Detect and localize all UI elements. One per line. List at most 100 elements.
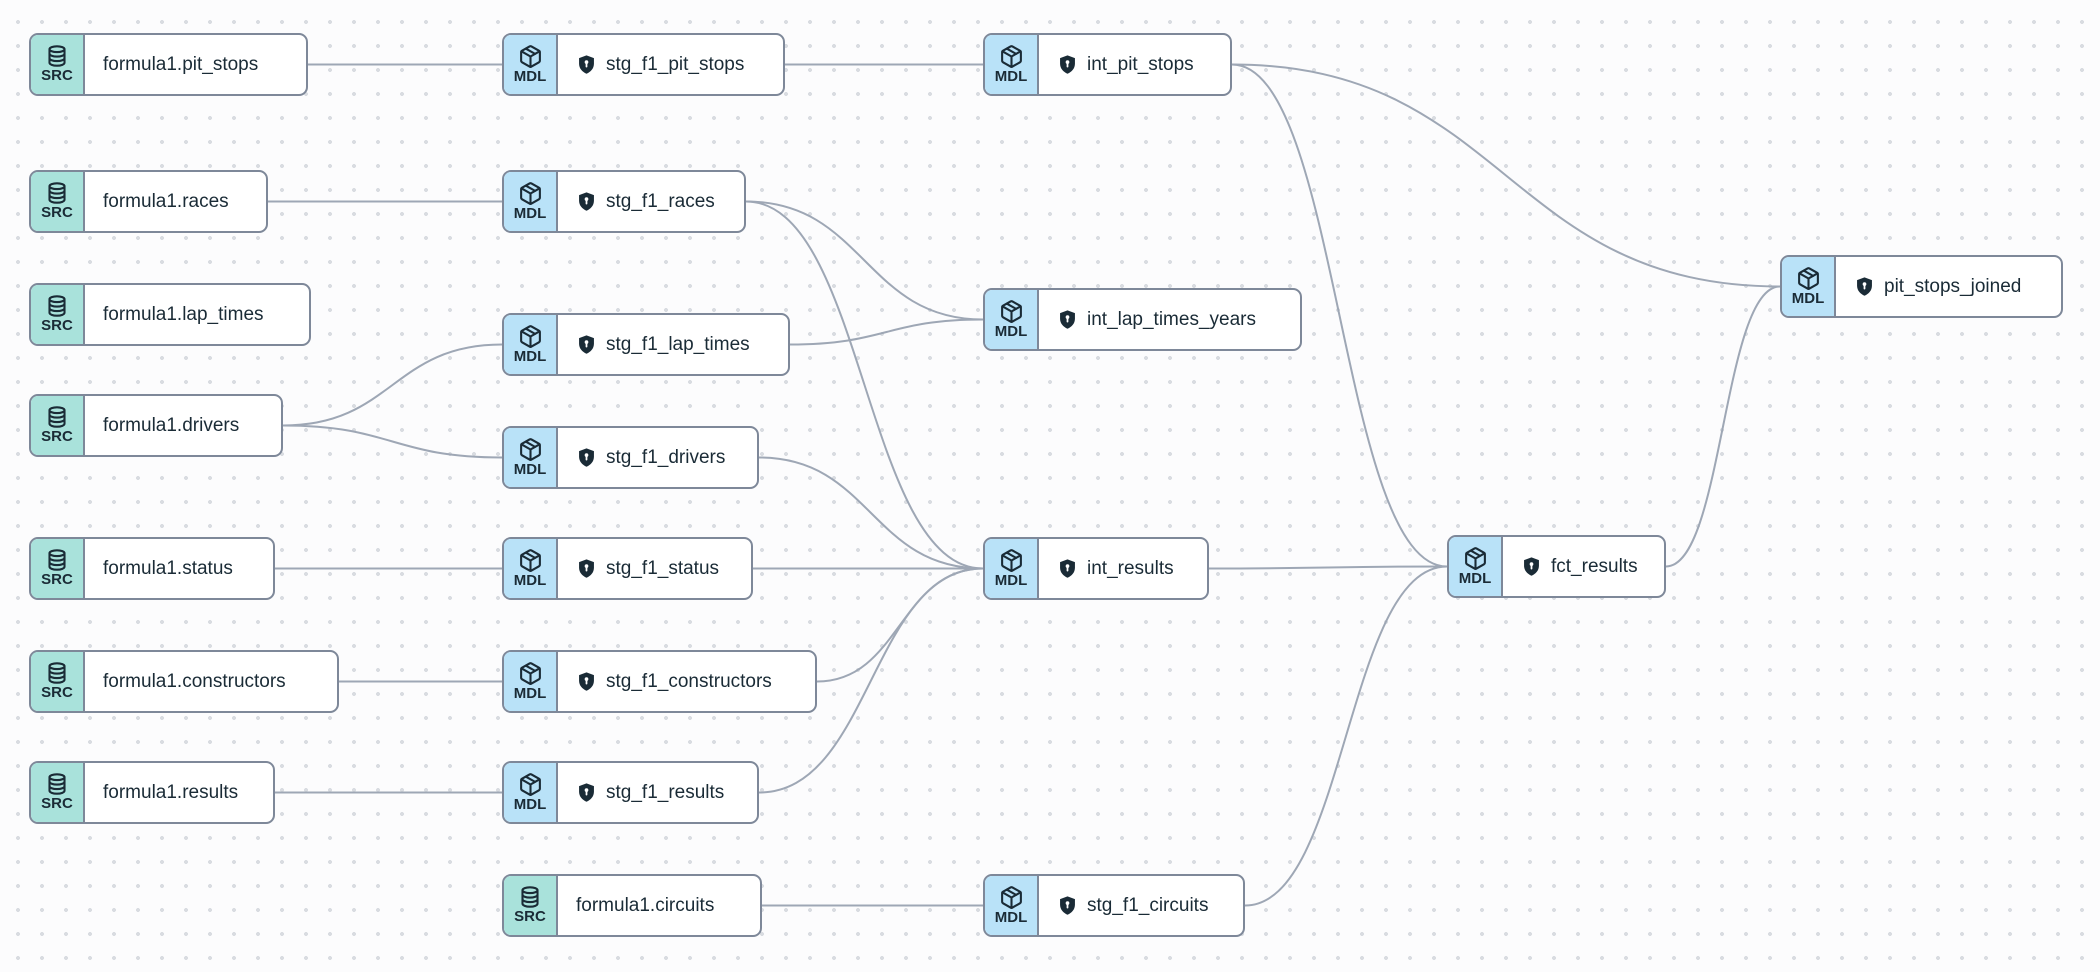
model-type-badge: MDL <box>1449 537 1503 596</box>
cube-icon <box>519 181 541 205</box>
node-body: formula1.drivers <box>85 396 281 455</box>
shield-lock-icon <box>1060 559 1075 578</box>
shield-lock-icon <box>1857 277 1872 296</box>
edge-int_pit_stops-to-pit_stops_joined <box>1231 63 1781 288</box>
node-label: formula1.lap_times <box>103 303 264 325</box>
node-fct_results[interactable]: MDL fct_results <box>1447 535 1666 598</box>
shield-lock-icon <box>1060 896 1075 915</box>
node-stg_f1_pit_stops[interactable]: MDL stg_f1_pit_stops <box>502 33 785 96</box>
source-type-badge: SRC <box>31 285 85 344</box>
node-body: stg_f1_drivers <box>558 428 757 487</box>
shield-lock-icon <box>579 335 594 354</box>
node-body: stg_f1_races <box>558 172 744 231</box>
node-type-tag: SRC <box>41 795 73 813</box>
node-body: stg_f1_circuits <box>1039 876 1243 935</box>
model-type-badge: MDL <box>504 652 558 711</box>
edge-stg_f1_races-to-int_results <box>745 200 984 570</box>
cube-icon <box>1000 548 1022 572</box>
node-label: formula1.results <box>103 781 239 803</box>
node-body: fct_results <box>1503 537 1664 596</box>
model-type-badge: MDL <box>504 428 558 487</box>
database-icon <box>521 886 539 908</box>
node-int_pit_stops[interactable]: MDL int_pit_stops <box>983 33 1232 96</box>
database-icon <box>48 295 66 317</box>
source-type-badge: SRC <box>31 763 85 822</box>
node-type-tag: SRC <box>41 684 73 702</box>
node-type-tag: SRC <box>41 204 73 222</box>
node-label: fct_results <box>1551 555 1638 577</box>
cube-icon <box>519 324 541 348</box>
node-stg_f1_lap_times[interactable]: MDL stg_f1_lap_times <box>502 313 790 376</box>
node-stg_f1_races[interactable]: MDL stg_f1_races <box>502 170 746 233</box>
node-formula1.status[interactable]: SRC formula1.status <box>29 537 275 600</box>
model-type-badge: MDL <box>1782 257 1836 316</box>
node-body: stg_f1_constructors <box>558 652 815 711</box>
node-type-tag: MDL <box>513 460 547 478</box>
database-icon <box>48 662 66 684</box>
node-body: int_results <box>1039 539 1207 598</box>
node-formula1.lap_times[interactable]: SRC formula1.lap_times <box>29 283 311 346</box>
node-type-tag: SRC <box>514 908 546 926</box>
node-stg_f1_circuits[interactable]: MDL stg_f1_circuits <box>983 874 1245 937</box>
node-body: stg_f1_status <box>558 539 751 598</box>
model-type-badge: MDL <box>504 315 558 374</box>
node-body: stg_f1_results <box>558 763 757 822</box>
node-body: formula1.circuits <box>558 876 760 935</box>
database-icon <box>48 182 66 204</box>
node-body: formula1.pit_stops <box>85 35 306 94</box>
database-icon <box>48 406 66 428</box>
cube-icon <box>519 661 541 685</box>
shield-lock-icon <box>579 448 594 467</box>
shield-lock-icon <box>579 783 594 802</box>
model-type-badge: MDL <box>985 35 1039 94</box>
node-type-tag: MDL <box>513 347 547 365</box>
node-body: pit_stops_joined <box>1836 257 2061 316</box>
node-body: formula1.lap_times <box>85 285 309 344</box>
node-formula1.results[interactable]: SRC formula1.results <box>29 761 275 824</box>
node-label: stg_f1_constructors <box>606 670 772 692</box>
edge-formula1.drivers-to-stg_f1_lap_times <box>282 343 503 427</box>
model-type-badge: MDL <box>985 876 1039 935</box>
node-label: stg_f1_circuits <box>1087 894 1209 916</box>
node-body: stg_f1_lap_times <box>558 315 788 374</box>
node-int_lap_times_years[interactable]: MDL int_lap_times_years <box>983 288 1302 351</box>
node-stg_f1_drivers[interactable]: MDL stg_f1_drivers <box>502 426 759 489</box>
node-type-tag: MDL <box>513 684 547 702</box>
node-formula1.circuits[interactable]: SRC formula1.circuits <box>502 874 762 937</box>
node-int_results[interactable]: MDL int_results <box>983 537 1209 600</box>
edge-fct_results-to-pit_stops_joined <box>1665 285 1781 568</box>
edge-stg_f1_races-to-int_lap_times_years <box>745 200 984 321</box>
cube-icon <box>519 548 541 572</box>
source-type-badge: SRC <box>31 35 85 94</box>
node-type-tag: MDL <box>994 571 1028 589</box>
node-label: formula1.status <box>103 557 233 579</box>
cube-icon <box>1000 44 1022 68</box>
node-stg_f1_constructors[interactable]: MDL stg_f1_constructors <box>502 650 817 713</box>
edge-stg_f1_results-to-int_results <box>758 567 984 794</box>
model-type-badge: MDL <box>504 539 558 598</box>
source-type-badge: SRC <box>31 652 85 711</box>
edge-stg_f1_circuits-to-fct_results <box>1244 565 1448 907</box>
node-type-tag: SRC <box>41 571 73 589</box>
node-label: int_results <box>1087 557 1174 579</box>
node-type-tag: MDL <box>1458 569 1492 587</box>
node-label: stg_f1_races <box>606 190 715 212</box>
edge-formula1.drivers-to-stg_f1_drivers <box>282 424 503 459</box>
shield-lock-icon <box>579 55 594 74</box>
node-stg_f1_results[interactable]: MDL stg_f1_results <box>502 761 759 824</box>
node-body: int_pit_stops <box>1039 35 1230 94</box>
node-stg_f1_status[interactable]: MDL stg_f1_status <box>502 537 753 600</box>
node-pit_stops_joined[interactable]: MDL pit_stops_joined <box>1780 255 2063 318</box>
node-type-tag: MDL <box>513 67 547 85</box>
edge-stg_f1_drivers-to-int_results <box>758 456 984 570</box>
shield-lock-icon <box>579 192 594 211</box>
cube-icon <box>1000 299 1022 323</box>
node-type-tag: MDL <box>513 204 547 222</box>
node-type-tag: SRC <box>41 317 73 335</box>
node-type-tag: MDL <box>994 67 1028 85</box>
